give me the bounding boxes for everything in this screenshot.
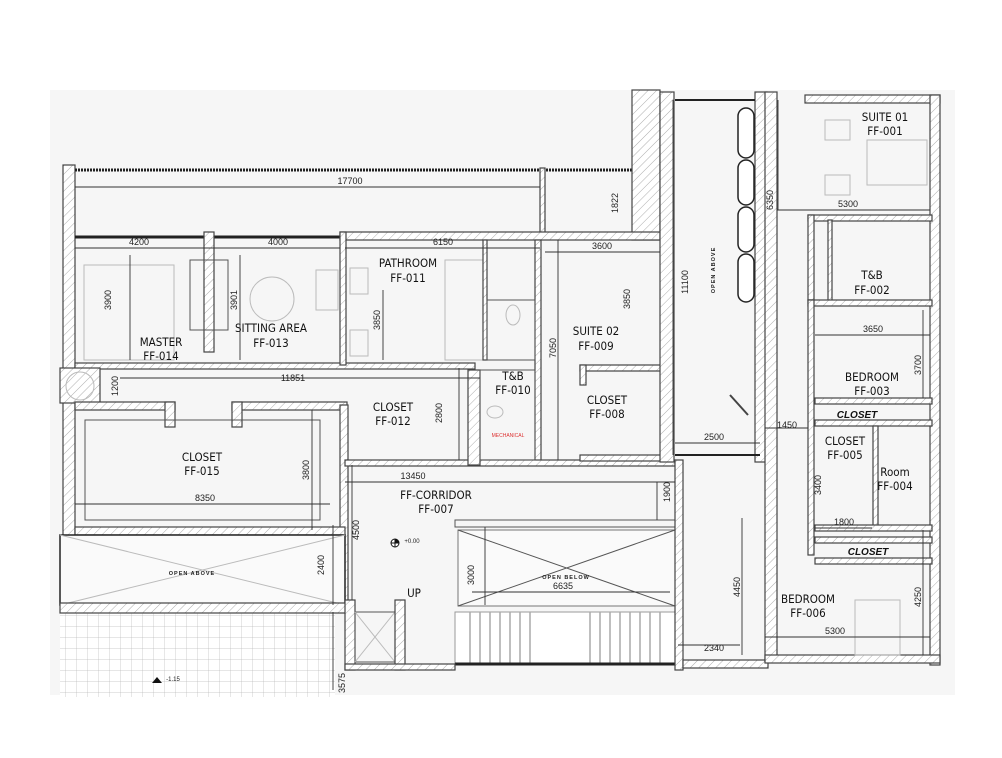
room-bedroom-003-name: BEDROOM (845, 370, 899, 384)
dim-3800: 3800 (301, 460, 311, 480)
level-corridor: +0.00 (404, 539, 420, 545)
room-master-code: FF-014 (143, 349, 178, 363)
room-closet-012-code: FF-012 (375, 414, 410, 428)
room-sitting-area-code: FF-013 (253, 336, 288, 350)
dim-2800: 2800 (434, 403, 444, 423)
dim-6635: 6635 (553, 581, 573, 591)
room-corridor-code: FF-007 (418, 502, 453, 516)
dim-3850-pathroom: 3850 (372, 310, 382, 330)
dim-5300-bedroom: 5300 (825, 626, 845, 636)
closet-strip-label: CLOSET (837, 410, 878, 421)
dim-4250: 4250 (913, 587, 923, 607)
open-above-left-note: OPEN ABOVE (169, 571, 215, 577)
dim-3000: 3000 (466, 565, 476, 585)
mechanical-note: MECHANICAL (492, 433, 525, 439)
room-suite-02-code: FF-009 (578, 339, 613, 353)
room-closet-008-code: FF-008 (589, 407, 624, 421)
annotations: OPEN ABOVE OPEN ABOVE OPEN BELOW UP +0.0… (152, 247, 717, 683)
room-sitting-area-name: SITTING AREA (235, 321, 307, 335)
corridor-stair (344, 459, 769, 671)
room-bedroom-006-name: BEDROOM (781, 592, 835, 606)
closet-strip-label: CLOSET (848, 547, 889, 558)
dim-3901: 3901 (229, 290, 239, 310)
dim-4450: 4450 (732, 577, 742, 597)
room-closet-012-name: CLOSET (373, 400, 414, 414)
room-suite-01-name: SUITE 01 (862, 110, 909, 124)
level-lower: -1.15 (166, 677, 180, 683)
open-above-center-note: OPEN ABOVE (711, 247, 717, 293)
dim-17700: 17700 (337, 176, 362, 186)
room-bedroom-003-code: FF-003 (854, 384, 889, 398)
dim-4200: 4200 (129, 237, 149, 247)
dim-1800: 1800 (834, 517, 854, 527)
dim-3575: 3575 (337, 673, 347, 693)
dim-2400: 2400 (316, 555, 326, 575)
dim-3600: 3600 (592, 241, 612, 251)
dimension-labels: 17700 1822 4200 4000 6150 3600 3900 3901… (103, 176, 923, 653)
dim-3900: 3900 (103, 290, 113, 310)
room-004-code: FF-004 (877, 479, 912, 493)
room-tb-002-code: FF-002 (854, 283, 889, 297)
level-marker-lower-icon (152, 677, 162, 683)
stair-treads (454, 611, 681, 665)
room-closet-008-name: CLOSET (587, 393, 628, 407)
tiled-deck (60, 612, 335, 697)
open-above-left (59, 534, 351, 614)
dim-1200: 1200 (110, 376, 120, 396)
closet-wing (59, 364, 676, 606)
room-tb-010-name: T&B (501, 369, 523, 383)
dim-11100: 11100 (680, 270, 690, 294)
dim-2500: 2500 (704, 432, 724, 442)
dim-2340: 2340 (704, 643, 724, 653)
room-004-name: Room (880, 465, 909, 479)
room-corridor-name: FF-CORRIDOR (400, 488, 472, 502)
room-labels: SUITE 01 FF-001 T&B FF-002 BEDROOM FF-00… (140, 110, 913, 620)
dim-4500: 4500 (351, 520, 361, 540)
room-pathroom-name: PATHROOM (379, 256, 437, 270)
room-closet-015-code: FF-015 (184, 464, 219, 478)
room-suite-02-name: SUITE 02 (573, 324, 620, 338)
room-suite-01-code: FF-001 (867, 124, 902, 138)
dim-1450: 1450 (777, 420, 797, 430)
room-pathroom-code: FF-011 (390, 271, 425, 285)
room-tb-010-code: FF-010 (495, 383, 530, 397)
master-wing (74, 231, 661, 466)
dim-3650: 3650 (863, 324, 883, 334)
dim-1822: 1822 (610, 193, 620, 213)
central-void (659, 91, 768, 463)
open-below-note: OPEN BELOW (542, 575, 590, 581)
dim-6150: 6150 (433, 237, 453, 247)
dim-1900: 1900 (662, 482, 672, 502)
dim-11851: 11851 (281, 373, 305, 383)
dim-3850-suite: 3850 (622, 289, 632, 309)
dim-4000: 4000 (268, 237, 288, 247)
room-closet-005-name: CLOSET (825, 434, 866, 448)
room-master-name: MASTER (140, 335, 183, 349)
dim-13450: 13450 (400, 471, 425, 481)
dim-7050: 7050 (548, 338, 558, 358)
dim-6350: 6350 (765, 190, 775, 210)
room-tb-002-name: T&B (860, 268, 882, 282)
dimension-lines (75, 100, 930, 690)
room-bedroom-006-code: FF-006 (790, 606, 825, 620)
room-closet-015-name: CLOSET (182, 450, 223, 464)
level-marker-icon (390, 538, 400, 548)
room-closet-005-code: FF-005 (827, 448, 862, 462)
dim-5300-suite: 5300 (838, 199, 858, 209)
dim-3700: 3700 (913, 355, 923, 375)
dim-3400: 3400 (813, 475, 823, 495)
stair-up-label: UP (407, 586, 421, 600)
right-wing (764, 91, 941, 666)
dim-8350: 8350 (195, 493, 215, 503)
